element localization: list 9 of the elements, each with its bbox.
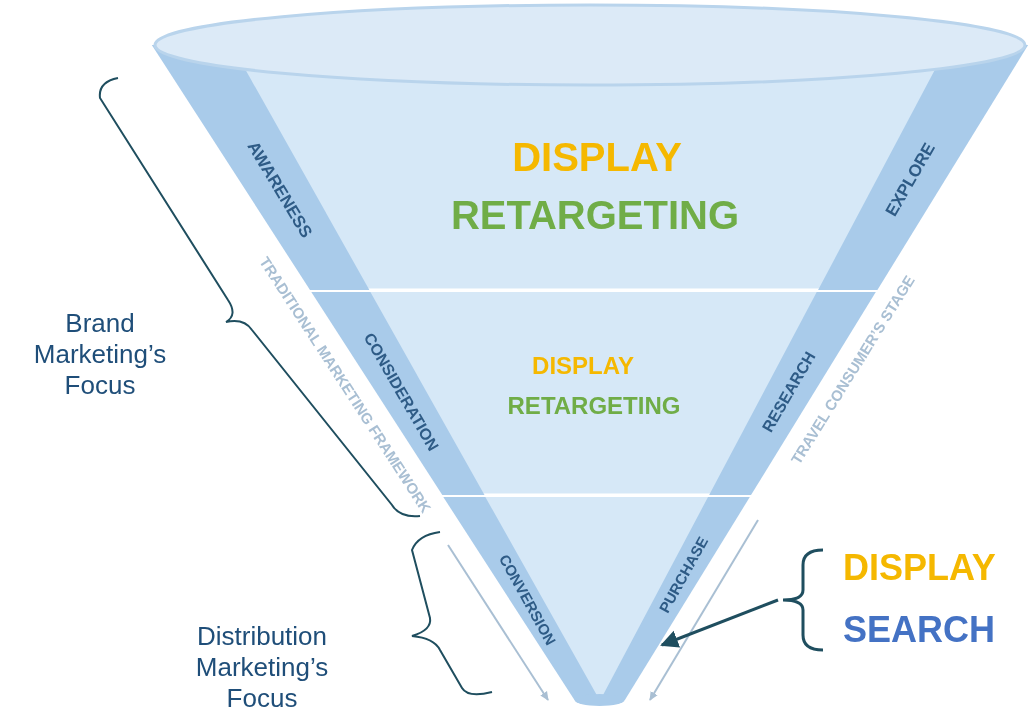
arrow bbox=[660, 598, 779, 648]
channel-label: DISPLAY bbox=[843, 548, 996, 588]
focus-label: Distribution Marketing’s Focus bbox=[194, 621, 330, 715]
focus-label: Brand Marketing’s Focus bbox=[32, 308, 168, 402]
channel-label: DISPLAY bbox=[532, 352, 634, 380]
channel-label: SEARCH bbox=[843, 610, 995, 650]
channel-label: RETARGETING bbox=[507, 392, 681, 420]
channel-label: RETARGETING bbox=[450, 193, 740, 237]
channel-label: DISPLAY bbox=[512, 135, 682, 179]
